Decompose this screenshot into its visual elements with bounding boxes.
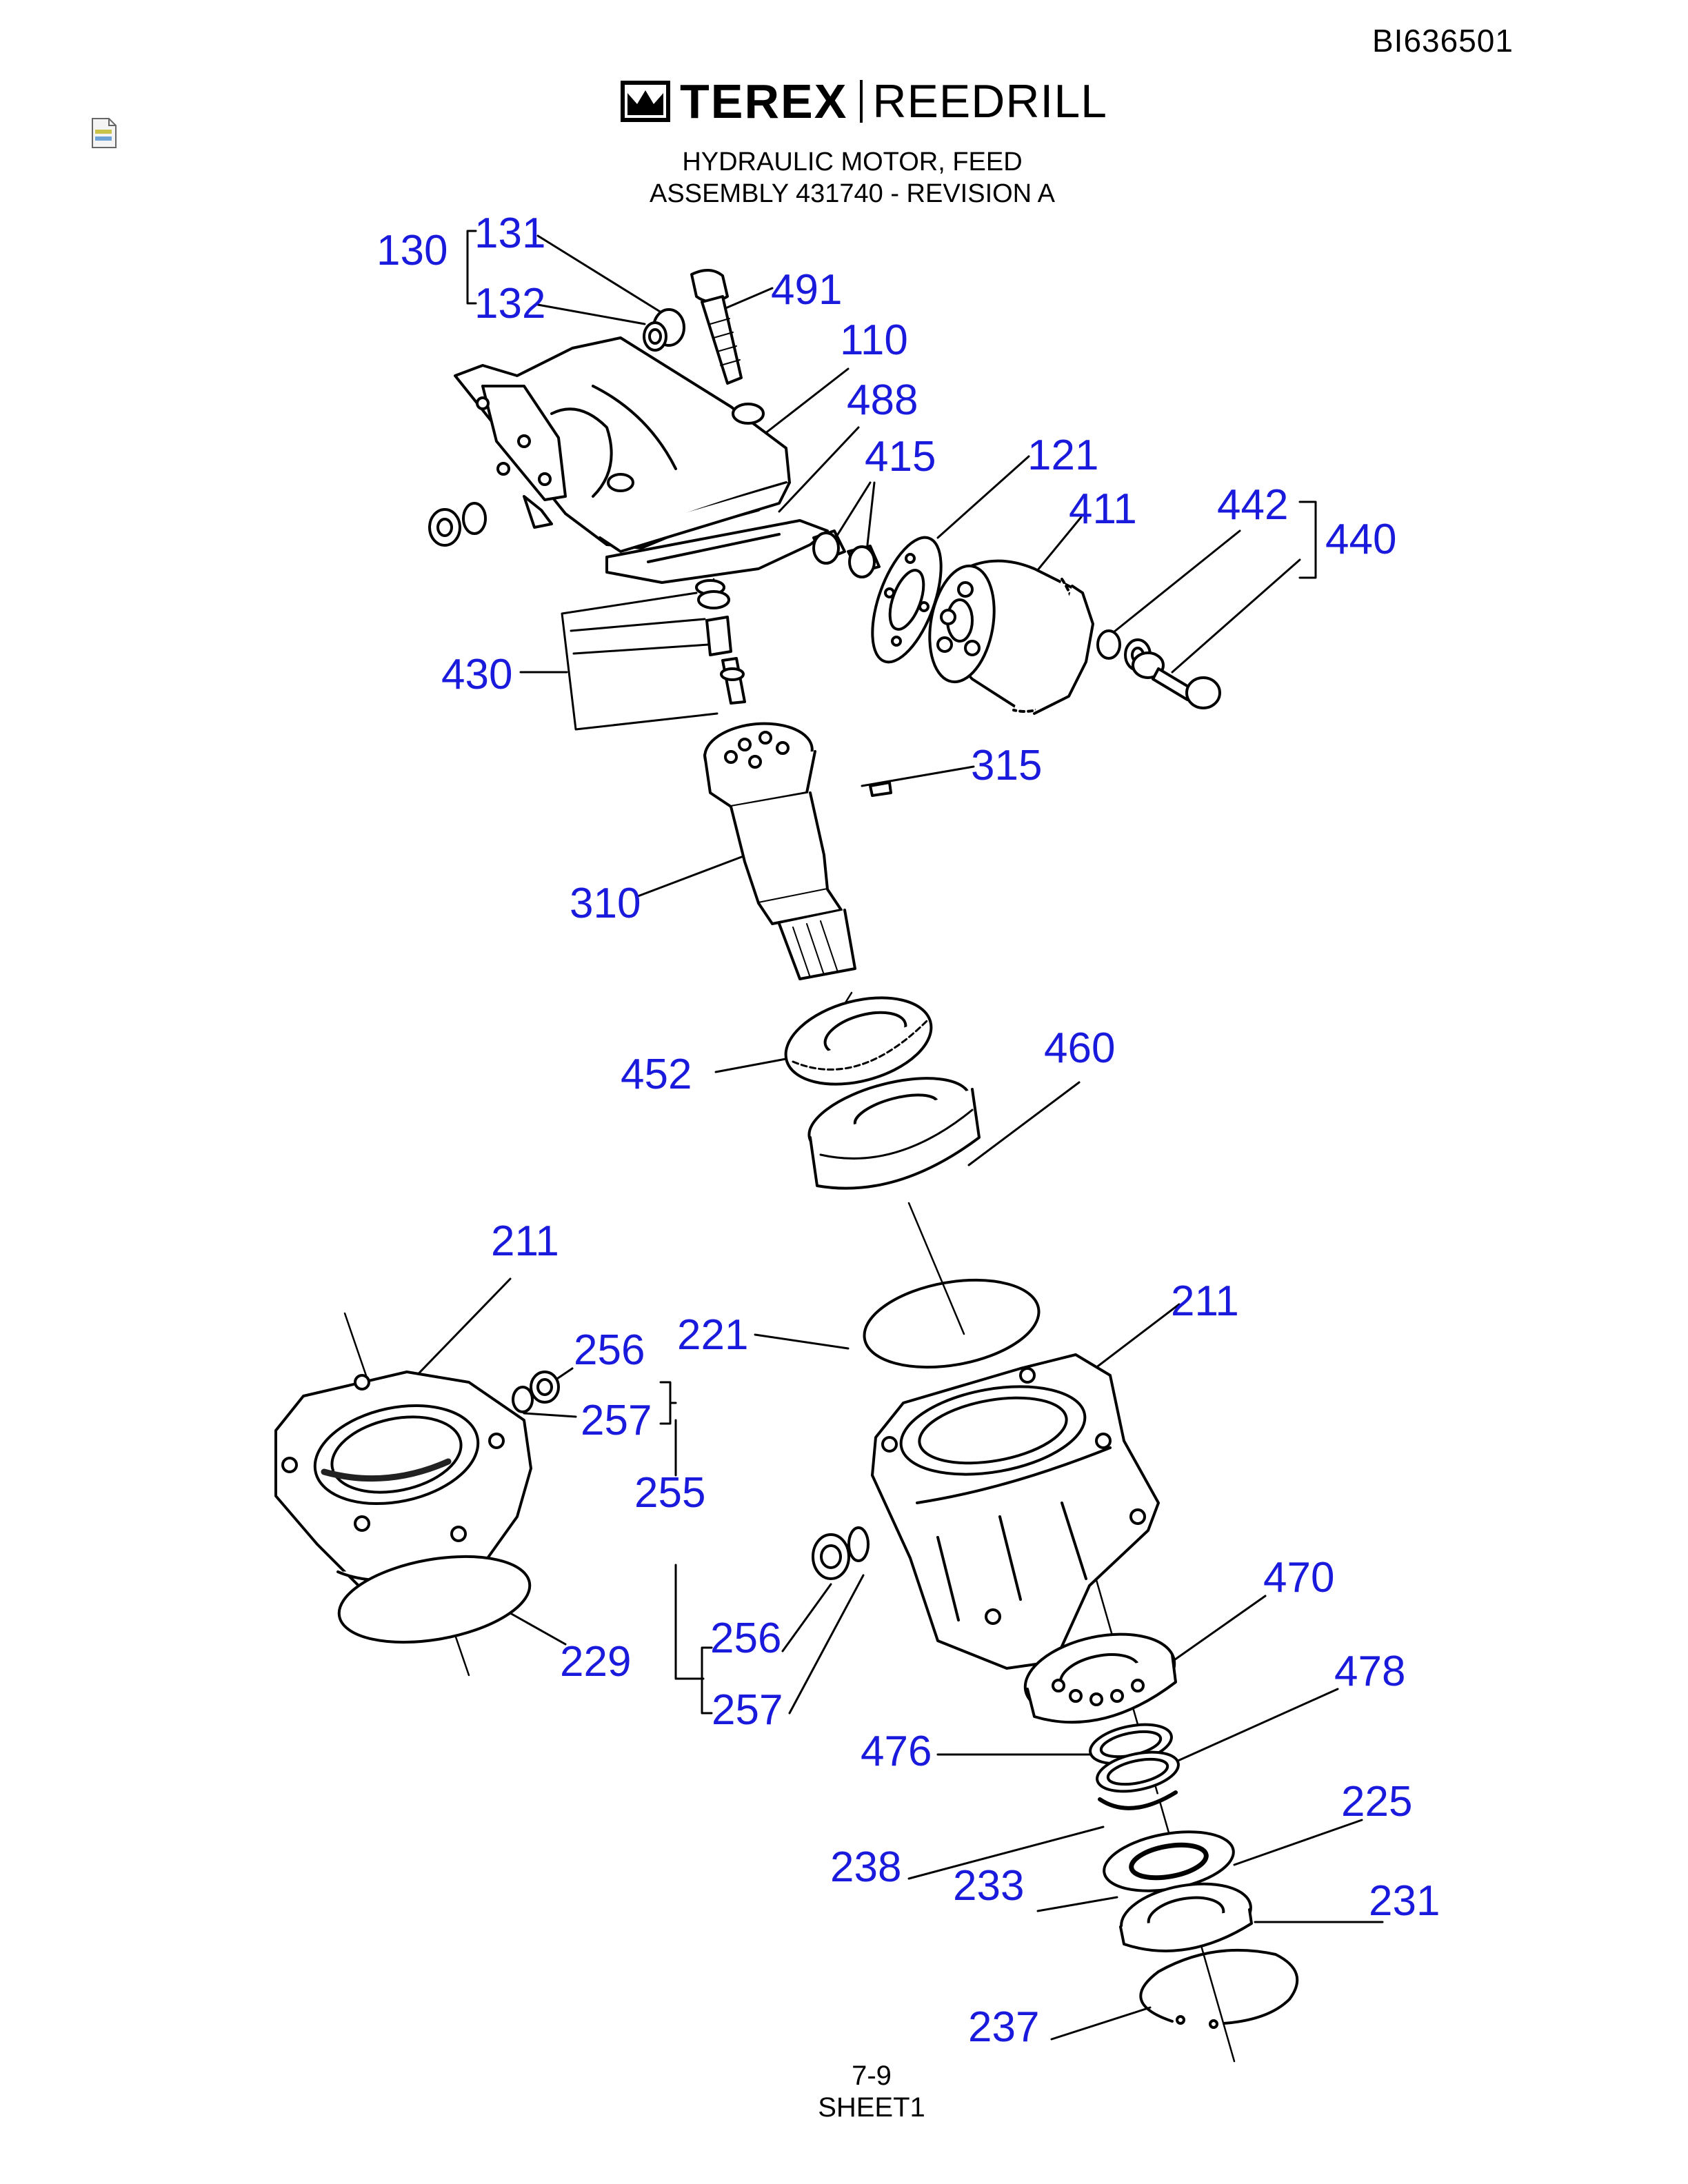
seal-225 xyxy=(1103,1830,1235,1892)
label-231: 231 xyxy=(1369,1877,1440,1925)
page-number: 7-9 xyxy=(852,2061,892,2091)
leader-lines xyxy=(405,230,1384,2041)
document-id: BI636501 xyxy=(1372,23,1514,59)
bushings-415 xyxy=(812,529,881,578)
bolt-491 xyxy=(690,269,743,385)
label-476: 476 xyxy=(861,1728,932,1775)
pin-315 xyxy=(869,781,892,797)
diagram-title: HYDRAULIC MOTOR, FEED xyxy=(682,148,1023,176)
label-491: 491 xyxy=(771,266,843,314)
cylinder-block-411 xyxy=(928,559,1094,715)
logo-subbrand: REEDRILL xyxy=(872,75,1107,128)
label-440: 440 xyxy=(1325,516,1397,563)
label-460: 460 xyxy=(1044,1024,1116,1072)
label-131: 131 xyxy=(474,210,546,257)
label-488: 488 xyxy=(847,376,918,424)
plug-131 xyxy=(643,308,685,352)
label-237: 237 xyxy=(968,2003,1040,2051)
label-110: 110 xyxy=(840,316,908,364)
label-452: 452 xyxy=(621,1051,692,1098)
attachment-icon[interactable] xyxy=(91,117,117,149)
plug-left xyxy=(428,502,487,547)
bearing-470 xyxy=(1023,1632,1177,1724)
shaft-310 xyxy=(703,722,856,980)
label-130: 130 xyxy=(376,227,448,274)
label-256-upper: 256 xyxy=(574,1326,645,1374)
label-132: 132 xyxy=(474,280,546,327)
label-233: 233 xyxy=(953,1862,1025,1910)
housing-211-left xyxy=(274,1371,532,1644)
diagram-subtitle: ASSEMBLY 431740 - REVISION A xyxy=(650,179,1055,208)
label-430: 430 xyxy=(441,651,513,698)
sheet-label: SHEET1 xyxy=(818,2092,925,2123)
label-221: 221 xyxy=(677,1311,749,1359)
logo-divider xyxy=(860,80,863,123)
label-478: 478 xyxy=(1334,1648,1406,1695)
gear-452 xyxy=(784,996,933,1086)
housing-110 xyxy=(454,336,791,553)
label-211-left: 211 xyxy=(491,1217,559,1265)
label-257-upper: 257 xyxy=(581,1397,652,1444)
nut-231 xyxy=(1119,1882,1253,1952)
terex-logo: TEREX REEDRILL xyxy=(621,74,1107,128)
label-411: 411 xyxy=(1069,485,1137,533)
o-ring-221 xyxy=(863,1278,1041,1369)
label-442: 442 xyxy=(1217,481,1289,529)
label-211-right: 211 xyxy=(1171,1277,1239,1325)
plate-121 xyxy=(871,536,943,664)
label-470: 470 xyxy=(1263,1554,1335,1601)
label-255: 255 xyxy=(634,1469,706,1517)
housing-211-right xyxy=(871,1353,1160,1670)
logo-brand: TEREX xyxy=(680,74,848,128)
bearing-460 xyxy=(807,1077,981,1190)
label-310: 310 xyxy=(570,880,641,927)
gasket-488 xyxy=(605,519,829,584)
plug-256-upper xyxy=(512,1371,560,1413)
piston-440 xyxy=(1132,651,1221,709)
label-256-lower: 256 xyxy=(710,1615,782,1662)
terex-crown-icon xyxy=(621,81,670,122)
label-121: 121 xyxy=(1027,432,1099,479)
snap-ring-237 xyxy=(1139,1948,1299,2029)
valve-430 xyxy=(695,579,746,705)
label-315: 315 xyxy=(971,742,1043,789)
label-225: 225 xyxy=(1341,1778,1413,1826)
label-257-lower: 257 xyxy=(712,1686,783,1734)
label-238: 238 xyxy=(830,1843,902,1891)
plug-256-lower xyxy=(812,1526,870,1580)
label-229: 229 xyxy=(560,1638,632,1686)
rings-476-478 xyxy=(1089,1723,1180,1810)
label-415: 415 xyxy=(865,433,936,481)
